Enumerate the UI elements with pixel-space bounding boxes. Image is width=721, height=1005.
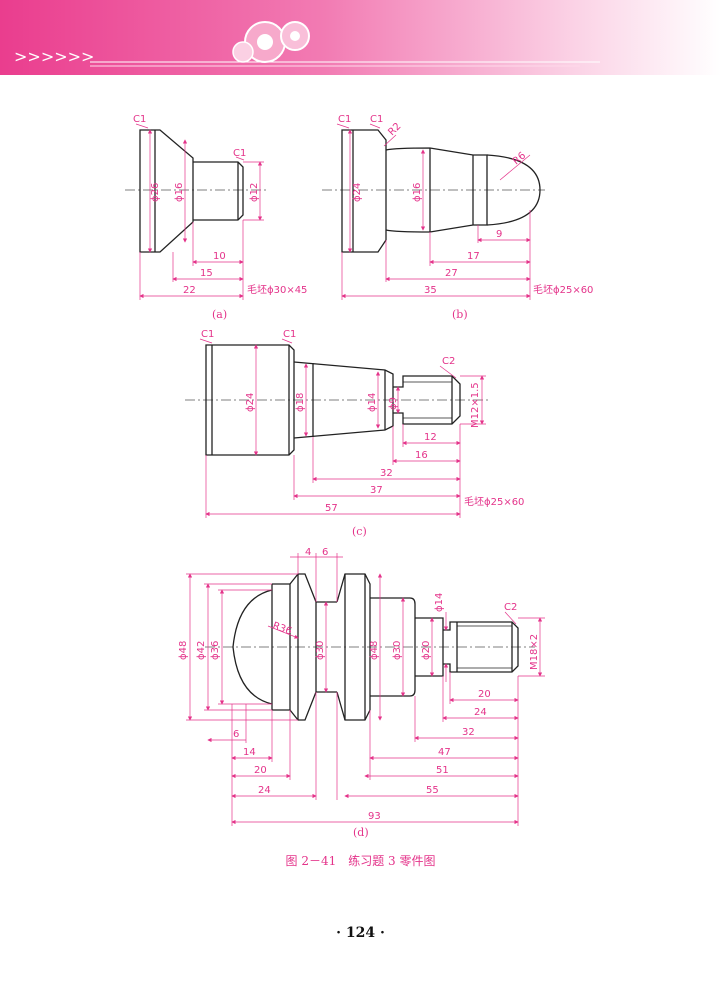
part-d-right-len-47: 47 bbox=[438, 747, 451, 758]
part-c-len-32: 32 bbox=[380, 468, 393, 479]
page-number: · 124 · bbox=[336, 925, 385, 941]
part-d-right-len-32: 32 bbox=[462, 727, 475, 738]
part-c-thread: M12×1.5 bbox=[470, 382, 481, 428]
gear-icon bbox=[232, 21, 310, 63]
part-b-len-27: 27 bbox=[445, 268, 458, 279]
part-b-chamfer-1: C1 bbox=[338, 114, 351, 125]
part-c-drawing bbox=[185, 338, 488, 518]
part-c-dia-24: ϕ24 bbox=[245, 393, 256, 412]
part-c-len-57: 57 bbox=[325, 503, 338, 514]
part-d-right-len-20: 20 bbox=[478, 689, 491, 700]
part-d-left-len-6: 6 bbox=[233, 729, 239, 740]
part-a-len-10: 10 bbox=[213, 251, 226, 262]
part-c-len-37: 37 bbox=[370, 485, 383, 496]
part-a-len-22: 22 bbox=[183, 285, 196, 296]
part-c-dia-9: ϕ9 bbox=[388, 397, 399, 410]
part-c-len-12: 12 bbox=[424, 432, 437, 443]
part-d-dia-36: ϕ36 bbox=[210, 641, 221, 660]
part-d-label: (d) bbox=[353, 826, 369, 839]
part-c-label: (c) bbox=[352, 525, 367, 538]
part-d-dia-48-right: ϕ48 bbox=[369, 641, 380, 660]
part-b-blank-note: 毛坯ϕ25×60 bbox=[533, 284, 593, 296]
part-c-len-16: 16 bbox=[415, 450, 428, 461]
header-arrows: >>>>>> bbox=[14, 47, 94, 66]
part-d-left-len-24: 24 bbox=[258, 785, 271, 796]
part-d-dia-14: ϕ14 bbox=[434, 593, 445, 612]
figure-caption: 图 2－41 练习题 3 零件图 bbox=[285, 854, 436, 868]
part-d-left-len-14: 14 bbox=[243, 747, 256, 758]
part-b-len-17: 17 bbox=[467, 251, 480, 262]
part-d-dia-42: ϕ42 bbox=[196, 641, 207, 660]
part-a-dia-26: ϕ26 bbox=[150, 183, 161, 202]
part-b-drawing bbox=[322, 123, 545, 300]
part-c-chamfer-3: C2 bbox=[442, 356, 455, 367]
part-a-dia-16: ϕ16 bbox=[174, 183, 185, 202]
part-d-dia-20: ϕ20 bbox=[421, 641, 432, 660]
part-d-right-len-24: 24 bbox=[474, 707, 487, 718]
part-d-total-len-93: 93 bbox=[368, 811, 381, 822]
part-c-dia-14: ϕ14 bbox=[367, 393, 378, 412]
part-b-label: (b) bbox=[452, 308, 468, 321]
part-c-dia-18: ϕ18 bbox=[295, 393, 306, 412]
part-a-label: (a) bbox=[212, 308, 227, 321]
part-d-right-len-55: 55 bbox=[426, 785, 439, 796]
part-b-chamfer-2: C1 bbox=[370, 114, 383, 125]
part-a-drawing bbox=[125, 123, 268, 300]
part-d-dia-48-left: ϕ48 bbox=[178, 641, 189, 660]
part-c-chamfer-2: C1 bbox=[283, 329, 296, 340]
part-b-len-35: 35 bbox=[424, 285, 437, 296]
part-d-top-len-4: 4 bbox=[305, 547, 311, 558]
part-a-len-15: 15 bbox=[200, 268, 213, 279]
part-a-dia-12: ϕ12 bbox=[249, 183, 260, 202]
part-c-chamfer-1: C1 bbox=[201, 329, 214, 340]
part-d-thread: M18×2 bbox=[529, 634, 540, 670]
part-d-top-len-6: 6 bbox=[322, 547, 328, 558]
part-b-dia-24: ϕ24 bbox=[352, 183, 363, 202]
part-a-chamfer-2: C1 bbox=[233, 148, 246, 159]
part-d-left-len-20: 20 bbox=[254, 765, 267, 776]
part-b-len-9: 9 bbox=[496, 229, 502, 240]
part-d-drawing bbox=[186, 553, 545, 826]
part-a-chamfer-1: C1 bbox=[133, 114, 146, 125]
part-d-right-len-51: 51 bbox=[436, 765, 449, 776]
part-c-blank-note: 毛坯ϕ25×60 bbox=[464, 496, 524, 508]
part-a-blank-note: 毛坯ϕ30×45 bbox=[247, 284, 307, 296]
part-d-chamfer-c2: C2 bbox=[504, 602, 517, 613]
page-header-banner: >>>>>> bbox=[0, 0, 721, 75]
part-d-dia-30-mid: ϕ30 bbox=[315, 641, 326, 660]
part-b-radius-r2: R2 bbox=[386, 121, 403, 138]
part-b-dia-16: ϕ16 bbox=[412, 183, 423, 202]
part-d-dia-30-right: ϕ30 bbox=[392, 641, 403, 660]
